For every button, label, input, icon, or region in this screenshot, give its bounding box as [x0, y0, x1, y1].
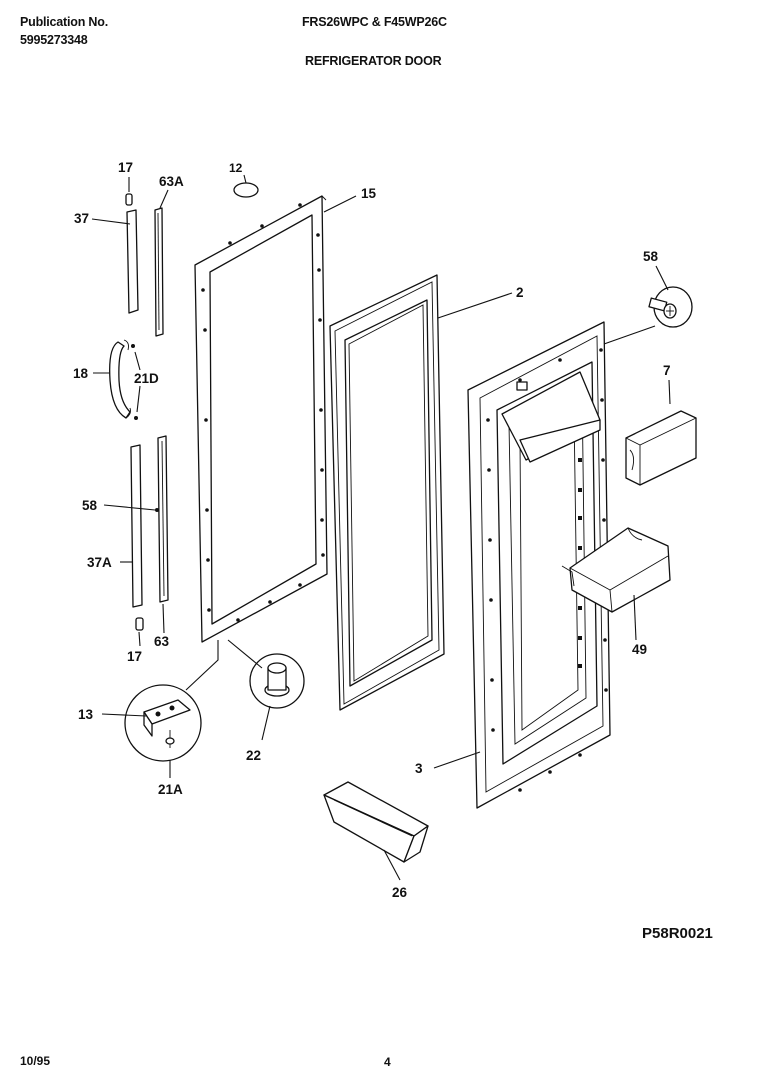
label-2: 2 [516, 285, 524, 300]
label-21A: 21A [158, 782, 183, 797]
label-37: 37 [74, 211, 89, 226]
handle-part-18 [109, 339, 138, 420]
label-21D: 21D [134, 371, 159, 386]
label-18: 18 [73, 366, 89, 381]
label-17-bottom: 17 [127, 649, 142, 664]
plug-part-12 [233, 182, 259, 198]
label-15: 15 [361, 186, 377, 201]
label-7: 7 [663, 363, 671, 378]
label-63: 63 [154, 634, 170, 649]
publication-label: Publication No. [20, 15, 108, 29]
footer-date: 10/95 [20, 1054, 51, 1068]
trim-parts-left-top [125, 193, 164, 337]
part-labels: 17 63A 12 15 37 2 58 18 21D 7 58 37A 49 … [73, 160, 671, 900]
label-12: 12 [229, 161, 243, 175]
bin-part-26 [323, 781, 429, 863]
label-37A: 37A [87, 555, 112, 570]
dairy-door-part-7 [625, 410, 697, 486]
label-13: 13 [78, 707, 94, 722]
label-22: 22 [246, 748, 261, 763]
footer-page-number: 4 [384, 1055, 391, 1069]
hinge-part-13 [124, 684, 202, 762]
section-title: REFRIGERATOR DOOR [305, 54, 442, 68]
door-frame-part-15 [194, 195, 328, 643]
publication-number: 5995273348 [20, 33, 88, 47]
door-gasket-part-2 [329, 274, 445, 711]
label-3: 3 [415, 761, 423, 776]
label-17-top: 17 [118, 160, 133, 175]
leader-lines [91, 174, 671, 881]
label-49: 49 [632, 642, 647, 657]
diagram-code: P58R0021 [642, 925, 713, 942]
bushing-part-22 [249, 653, 305, 709]
model-title: FRS26WPC & F45WP26C [302, 15, 447, 29]
label-58-top: 58 [643, 249, 659, 264]
trim-parts-left-bottom [130, 435, 169, 631]
label-63A: 63A [159, 174, 184, 189]
inner-door-panel-part-3 [467, 321, 611, 809]
label-58-left: 58 [82, 498, 98, 513]
screw-part-58 [648, 286, 693, 328]
label-26: 26 [392, 885, 408, 900]
door-bin-part-49 [561, 527, 671, 613]
